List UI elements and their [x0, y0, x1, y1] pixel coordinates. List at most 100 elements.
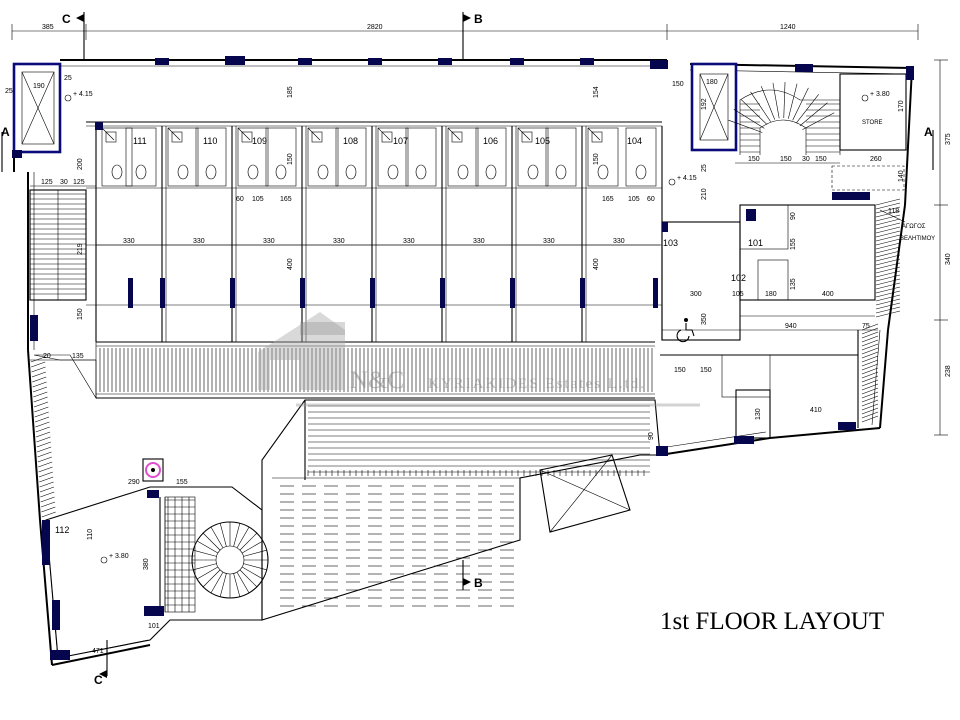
wall-hatch-line: [37, 451, 52, 458]
structural-column: [580, 58, 594, 65]
wall-hatch-line: [36, 436, 51, 443]
stair-tread: [796, 94, 819, 123]
svg-text:140: 140: [898, 170, 905, 182]
structural-column: [662, 222, 668, 232]
svg-text:+ 4.15: + 4.15: [677, 175, 697, 182]
stair-tread: [802, 112, 835, 130]
spiral-treads: [192, 522, 268, 598]
svg-text:125: 125: [41, 179, 53, 186]
level-marker-b: + 4.15: [668, 175, 697, 186]
wall-hatch-line: [33, 391, 48, 398]
svg-text:B: B: [474, 576, 483, 590]
toilet-icon: [247, 164, 259, 180]
toilet-icon: [597, 164, 609, 180]
toilet-icon: [135, 164, 147, 180]
svg-text:75: 75: [862, 323, 870, 330]
edge-hatch-line: [875, 238, 901, 246]
structural-column: [144, 606, 164, 616]
wall-column: [230, 278, 235, 308]
svg-text:375: 375: [945, 133, 952, 145]
stair-tread: [760, 86, 776, 120]
svg-text:330: 330: [403, 238, 415, 245]
structural-column: [225, 56, 245, 65]
edge-hatch-line: [875, 266, 901, 274]
room-partitions: [101, 126, 658, 342]
sink-icon: [451, 131, 463, 143]
structural-column: [795, 64, 813, 72]
sink-icon: [381, 131, 393, 143]
edge-hatch-line: [875, 278, 901, 286]
wall-column: [440, 278, 445, 308]
corridor-balcony: [95, 341, 655, 399]
wall-hatch-line: [32, 381, 47, 388]
room-row: [86, 121, 663, 342]
edge-hatch-line: [861, 395, 879, 403]
svg-text:330: 330: [263, 238, 275, 245]
spiral-tread: [236, 526, 250, 549]
svg-text:330: 330: [473, 238, 485, 245]
structural-column: [832, 192, 870, 200]
left-lift-core: 190 25 25: [5, 62, 72, 154]
bathroom-pod: [517, 127, 549, 187]
door-swing: [587, 127, 601, 141]
right-edge-hatch: [861, 198, 901, 423]
wall-hatch-line: [35, 431, 51, 438]
toilet-icon: [555, 164, 567, 180]
right-dimension-chain: 375 340 238: [934, 59, 952, 436]
structural-column: [147, 490, 159, 498]
wall-hatch-line: [34, 416, 50, 423]
watermark: N&C KYRIAKIDES Estates L.td.: [258, 312, 700, 407]
sink-icon: [591, 131, 603, 143]
watermark-name: KYRIAKIDES Estates L.td.: [428, 376, 646, 392]
wall-hatch-line: [40, 501, 56, 508]
room-span-dimensions: 330 330 330 330 330 330 330 330 400 400 …: [96, 86, 660, 270]
wall-column: [160, 278, 165, 308]
wall-hatch-line: [39, 476, 54, 483]
edge-hatch-line: [875, 250, 901, 258]
toilet-icon: [527, 164, 539, 180]
toilet-icon: [485, 164, 497, 180]
edge-hatch-line: [875, 210, 901, 218]
sink-icon: [105, 131, 117, 143]
wall-column: [300, 278, 305, 308]
svg-text:400: 400: [287, 258, 294, 270]
spiral-tread: [219, 523, 227, 547]
spiral-tread: [243, 549, 267, 557]
svg-text:B: B: [474, 12, 483, 26]
edge-hatch-line: [875, 258, 901, 266]
svg-text:219: 219: [77, 243, 84, 255]
stair-tread: [788, 83, 798, 119]
store-room: + 3.80 170: [839, 73, 907, 151]
wall-hatch-line: [38, 471, 53, 478]
spiral-tread: [239, 532, 258, 551]
wall-hatch-line: [37, 446, 52, 453]
room-111-label: 111: [133, 136, 147, 146]
spiral-tread: [196, 540, 219, 554]
svg-text:25: 25: [64, 75, 72, 82]
terrace-stripes: [280, 405, 650, 607]
bathroom-pod: [167, 127, 199, 187]
duct-label-1: ΑΓΩΓΟΣ: [902, 224, 926, 230]
structural-column: [95, 122, 103, 130]
edge-hatch-line: [875, 218, 901, 226]
structural-column: [12, 150, 22, 158]
toilet-icon: [177, 164, 189, 180]
svg-text:940: 940: [785, 323, 797, 330]
wall-hatch-line: [31, 361, 46, 368]
wall-hatch-line: [31, 371, 46, 378]
bathroom-pod: [475, 127, 507, 187]
sink-icon: [171, 131, 183, 143]
svg-text:A: A: [924, 125, 933, 139]
edge-hatch-line: [875, 302, 901, 310]
toilet-icon: [635, 164, 647, 180]
door-swing: [101, 127, 115, 141]
stair-tread: [792, 87, 809, 121]
room-labels: 111 110 109 108 107 106 105 104 103 101 …: [55, 120, 883, 535]
edge-hatch-line: [875, 234, 901, 242]
wall-hatch-line: [37, 456, 52, 463]
wall-hatch-line: [31, 366, 46, 373]
edge-hatch-line: [875, 230, 901, 238]
structural-column: [650, 60, 668, 69]
svg-text:350: 350: [701, 313, 708, 325]
edge-hatch-line: [875, 246, 901, 254]
